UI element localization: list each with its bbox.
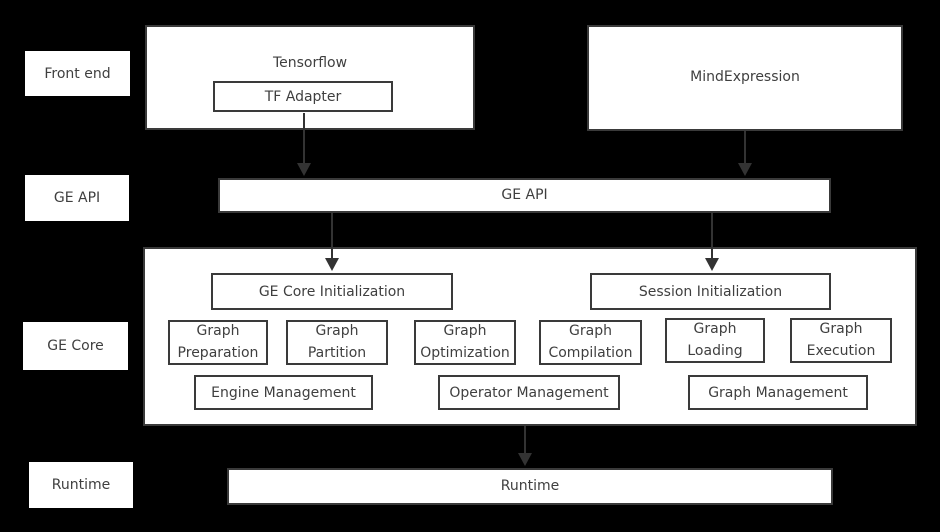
operator-management-box: Operator Management	[438, 375, 620, 410]
layer-label-ge-core: GE Core	[23, 322, 128, 370]
graph-optimization-box: Graph Optimization	[414, 320, 516, 365]
arrow-ge-core-to-runtime	[518, 426, 532, 466]
graph-loading-box: Graph Loading	[665, 318, 765, 363]
arrow-mindexpression-to-ge-api	[738, 131, 752, 176]
graph-compilation-box: Graph Compilation	[539, 320, 642, 365]
tensorflow-box: Tensorflow TF Adapter	[145, 25, 475, 130]
ge-core-box: GE Core Initialization Session Initializ…	[143, 247, 917, 426]
graph-management-box: Graph Management	[688, 375, 868, 410]
arrow-tf-adapter-to-ge-api	[297, 113, 311, 176]
tf-adapter-box: TF Adapter	[213, 81, 393, 112]
session-initialization-box: Session Initialization	[590, 273, 831, 310]
runtime-bar: Runtime	[227, 468, 833, 505]
graph-preparation-box: Graph Preparation	[168, 320, 268, 365]
graph-partition-box: Graph Partition	[286, 320, 388, 365]
graph-execution-box: Graph Execution	[790, 318, 892, 363]
ge-api-bar: GE API	[218, 178, 831, 213]
arrow-ge-api-to-session-initialization	[705, 213, 719, 271]
engine-management-box: Engine Management	[194, 375, 373, 410]
ge-core-initialization-box: GE Core Initialization	[211, 273, 453, 310]
tensorflow-label: Tensorflow	[272, 55, 348, 71]
mindexpression-box: MindExpression	[587, 25, 903, 131]
arrow-ge-api-to-ge-core-initialization	[325, 213, 339, 271]
layer-label-front-end: Front end	[25, 51, 130, 96]
layer-label-ge-api: GE API	[25, 175, 129, 221]
layer-label-runtime: Runtime	[29, 462, 133, 508]
